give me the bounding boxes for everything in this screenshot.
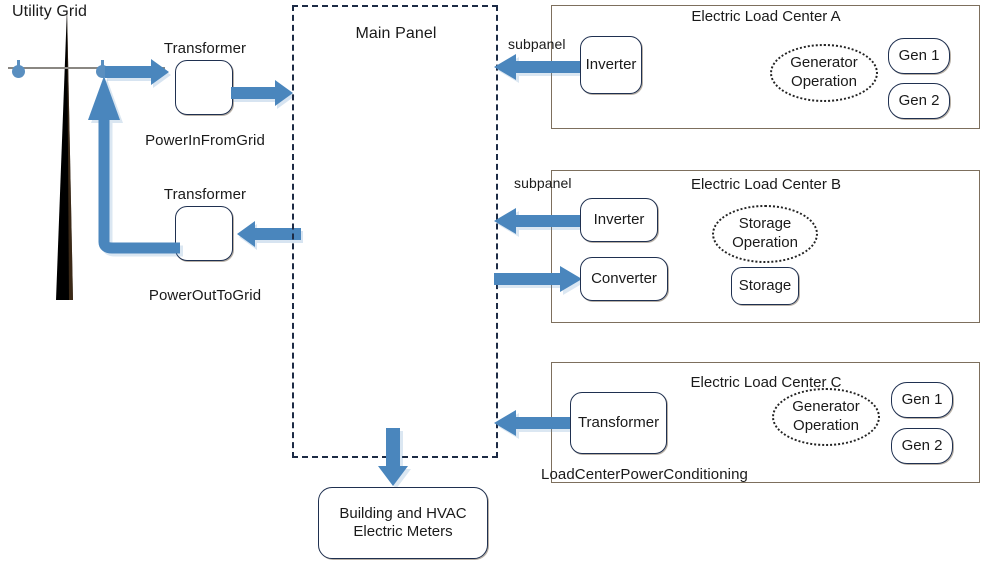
storage-operation-b-line-1: Storage (738, 215, 792, 233)
gen-2-c-label: Gen 2 (901, 437, 943, 454)
transformer-out-caption: PowerOutToGrid (148, 287, 262, 304)
storage-operation-b-ellipse[interactable]: Storage Operation (712, 205, 818, 263)
gen-1-a-box[interactable]: Gen 1 (888, 38, 950, 74)
generator-operation-c-ellipse[interactable]: Generator Operation (772, 388, 880, 446)
transformer-in-caption: PowerInFromGrid (145, 132, 265, 149)
transformer-out-box[interactable] (175, 206, 233, 261)
load-center-b-title: Electric Load Center B (690, 176, 842, 193)
arrow-transformer-c-to-panel (494, 409, 580, 439)
gen-1-a-label: Gen 1 (898, 47, 940, 64)
main-panel-label: Main Panel (355, 25, 437, 42)
generator-operation-a-line-2: Operation (791, 73, 857, 90)
inverter-b-label: Inverter (593, 211, 645, 228)
storage-b-label: Storage (738, 277, 792, 294)
arrow-panel-to-transformer-out (236, 217, 304, 250)
inverter-a-box[interactable]: Inverter (580, 36, 642, 94)
load-center-a-title: Electric Load Center A (691, 8, 841, 25)
pole-crossarm (8, 67, 165, 69)
generator-operation-c-line-2: Operation (793, 417, 859, 434)
meters-line-1: Building and HVAC (339, 505, 467, 522)
converter-b-label: Converter (591, 270, 657, 287)
main-panel (292, 5, 498, 458)
inverter-b-box[interactable]: Inverter (580, 198, 658, 242)
arrow-grid-to-transformer-in (104, 55, 182, 88)
arrow-transformer-in-to-panel (230, 76, 302, 109)
load-center-c-caption: LoadCenterPowerConditioning (541, 466, 749, 483)
transformer-in-box[interactable] (175, 60, 233, 115)
storage-b-box[interactable]: Storage (731, 267, 799, 305)
meters-line-2: Electric Meters (353, 523, 453, 540)
generator-operation-a-ellipse[interactable]: Generator Operation (770, 44, 878, 102)
storage-operation-b-line-2: Operation (732, 234, 798, 251)
gen-1-c-label: Gen 1 (901, 391, 943, 408)
transformer-in-label: Transformer (163, 40, 247, 57)
subpanel-label-b: subpanel (514, 175, 572, 191)
subpanel-label-a: subpanel (508, 36, 566, 52)
load-center-c-title: Electric Load Center C (690, 374, 842, 391)
arrow-inverter-b-to-panel (494, 207, 586, 237)
inverter-a-label: Inverter (585, 56, 637, 73)
transformer-c-box[interactable]: Transformer (570, 392, 667, 454)
arrow-panel-to-converter-b (494, 265, 586, 295)
transformer-c-label: Transformer (577, 414, 660, 431)
insulator-left (12, 65, 25, 78)
generator-operation-a-line-1: Generator (790, 54, 858, 72)
arrow-transformer-out-to-grid-curved (86, 70, 196, 270)
gen-2-a-label: Gen 2 (898, 92, 940, 109)
gen-2-a-box[interactable]: Gen 2 (888, 83, 950, 119)
converter-b-box[interactable]: Converter (580, 257, 668, 301)
generator-operation-c-line-1: Generator (792, 398, 860, 416)
gen-1-c-box[interactable]: Gen 1 (891, 382, 953, 418)
arrow-panel-to-meters (378, 428, 412, 490)
building-hvac-meters-box[interactable]: Building and HVAC Electric Meters (318, 487, 488, 559)
transformer-out-label: Transformer (163, 186, 247, 203)
utility-pole-icon (56, 8, 73, 300)
utility-grid-label: Utility Grid (12, 3, 87, 20)
gen-2-c-box[interactable]: Gen 2 (891, 428, 953, 464)
arrow-inverter-a-to-panel (494, 52, 586, 84)
